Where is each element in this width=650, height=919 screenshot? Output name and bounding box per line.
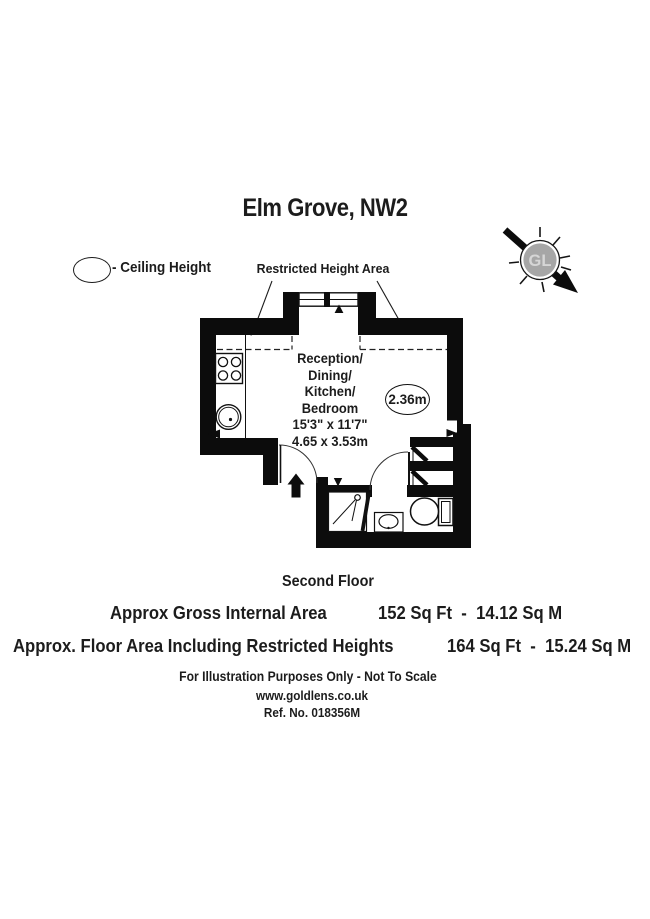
compass-initials: GL (529, 252, 552, 270)
gross-area-label: Approx Gross Internal Area (110, 602, 327, 623)
basin-icon (373, 511, 404, 533)
room-dims-imperial: 15'3" x 11'7" (292, 416, 368, 432)
stove-icon (214, 352, 244, 385)
bathroom-door (369, 451, 410, 491)
entrance-arrow-icon (287, 473, 305, 498)
entry-door (278, 444, 318, 484)
room-name-line: Bedroom (301, 399, 359, 416)
compass-rays (508, 227, 572, 293)
kitchen-sink-icon (215, 404, 242, 431)
shower-icon (327, 491, 371, 533)
room-name-line: Dining/ (308, 366, 352, 383)
room-dims-metric: 4.65 x 3.53m (292, 432, 368, 449)
left-marker-arrow-icon (207, 429, 220, 439)
room-name-line: Kitchen/ (304, 383, 356, 399)
ceiling-height-legend-icon (73, 257, 111, 283)
reference-number: Ref. No. 018356M (263, 705, 361, 720)
restricted-area-value: 164 Sq Ft - 15.24 Sq M (447, 635, 632, 656)
website-text: www.goldlens.co.uk (255, 688, 369, 703)
compass-arrow-head (553, 270, 578, 293)
closet-icon (410, 445, 429, 487)
wall-notch (446, 420, 457, 433)
floor-plan-drawing (200, 280, 471, 548)
page-title: Elm Grove, NW2 (242, 194, 408, 222)
restricted-area-label: Approx. Floor Area Including Restricted … (13, 635, 394, 656)
floor-label: Second Floor (281, 573, 374, 590)
window-icon (298, 292, 359, 307)
compass-icon: GL (502, 227, 578, 293)
restricted-height-boundary (217, 336, 447, 351)
ceiling-height-value: 2.36m (388, 392, 427, 407)
ceiling-height-legend-label: - Ceiling Height (112, 259, 211, 276)
down-marker-arrow-icon (333, 478, 343, 487)
room-name-line: Reception/ (297, 350, 363, 366)
disclaimer-text: For Illustration Purposes Only - Not To … (179, 669, 437, 684)
gross-area-value: 152 Sq Ft - 14.12 Sq M (378, 602, 563, 623)
right-marker-arrow-icon (446, 429, 457, 437)
compass-disc (523, 243, 557, 277)
ceiling-height-badge: 2.36m (385, 384, 430, 415)
room-label-block: Reception/ Dining/ Kitchen/ Bedroom 15'3… (238, 350, 422, 449)
restricted-height-label: Restricted Height Area (256, 261, 390, 276)
toilet-icon (409, 497, 454, 527)
up-marker-arrow-icon (334, 304, 344, 313)
